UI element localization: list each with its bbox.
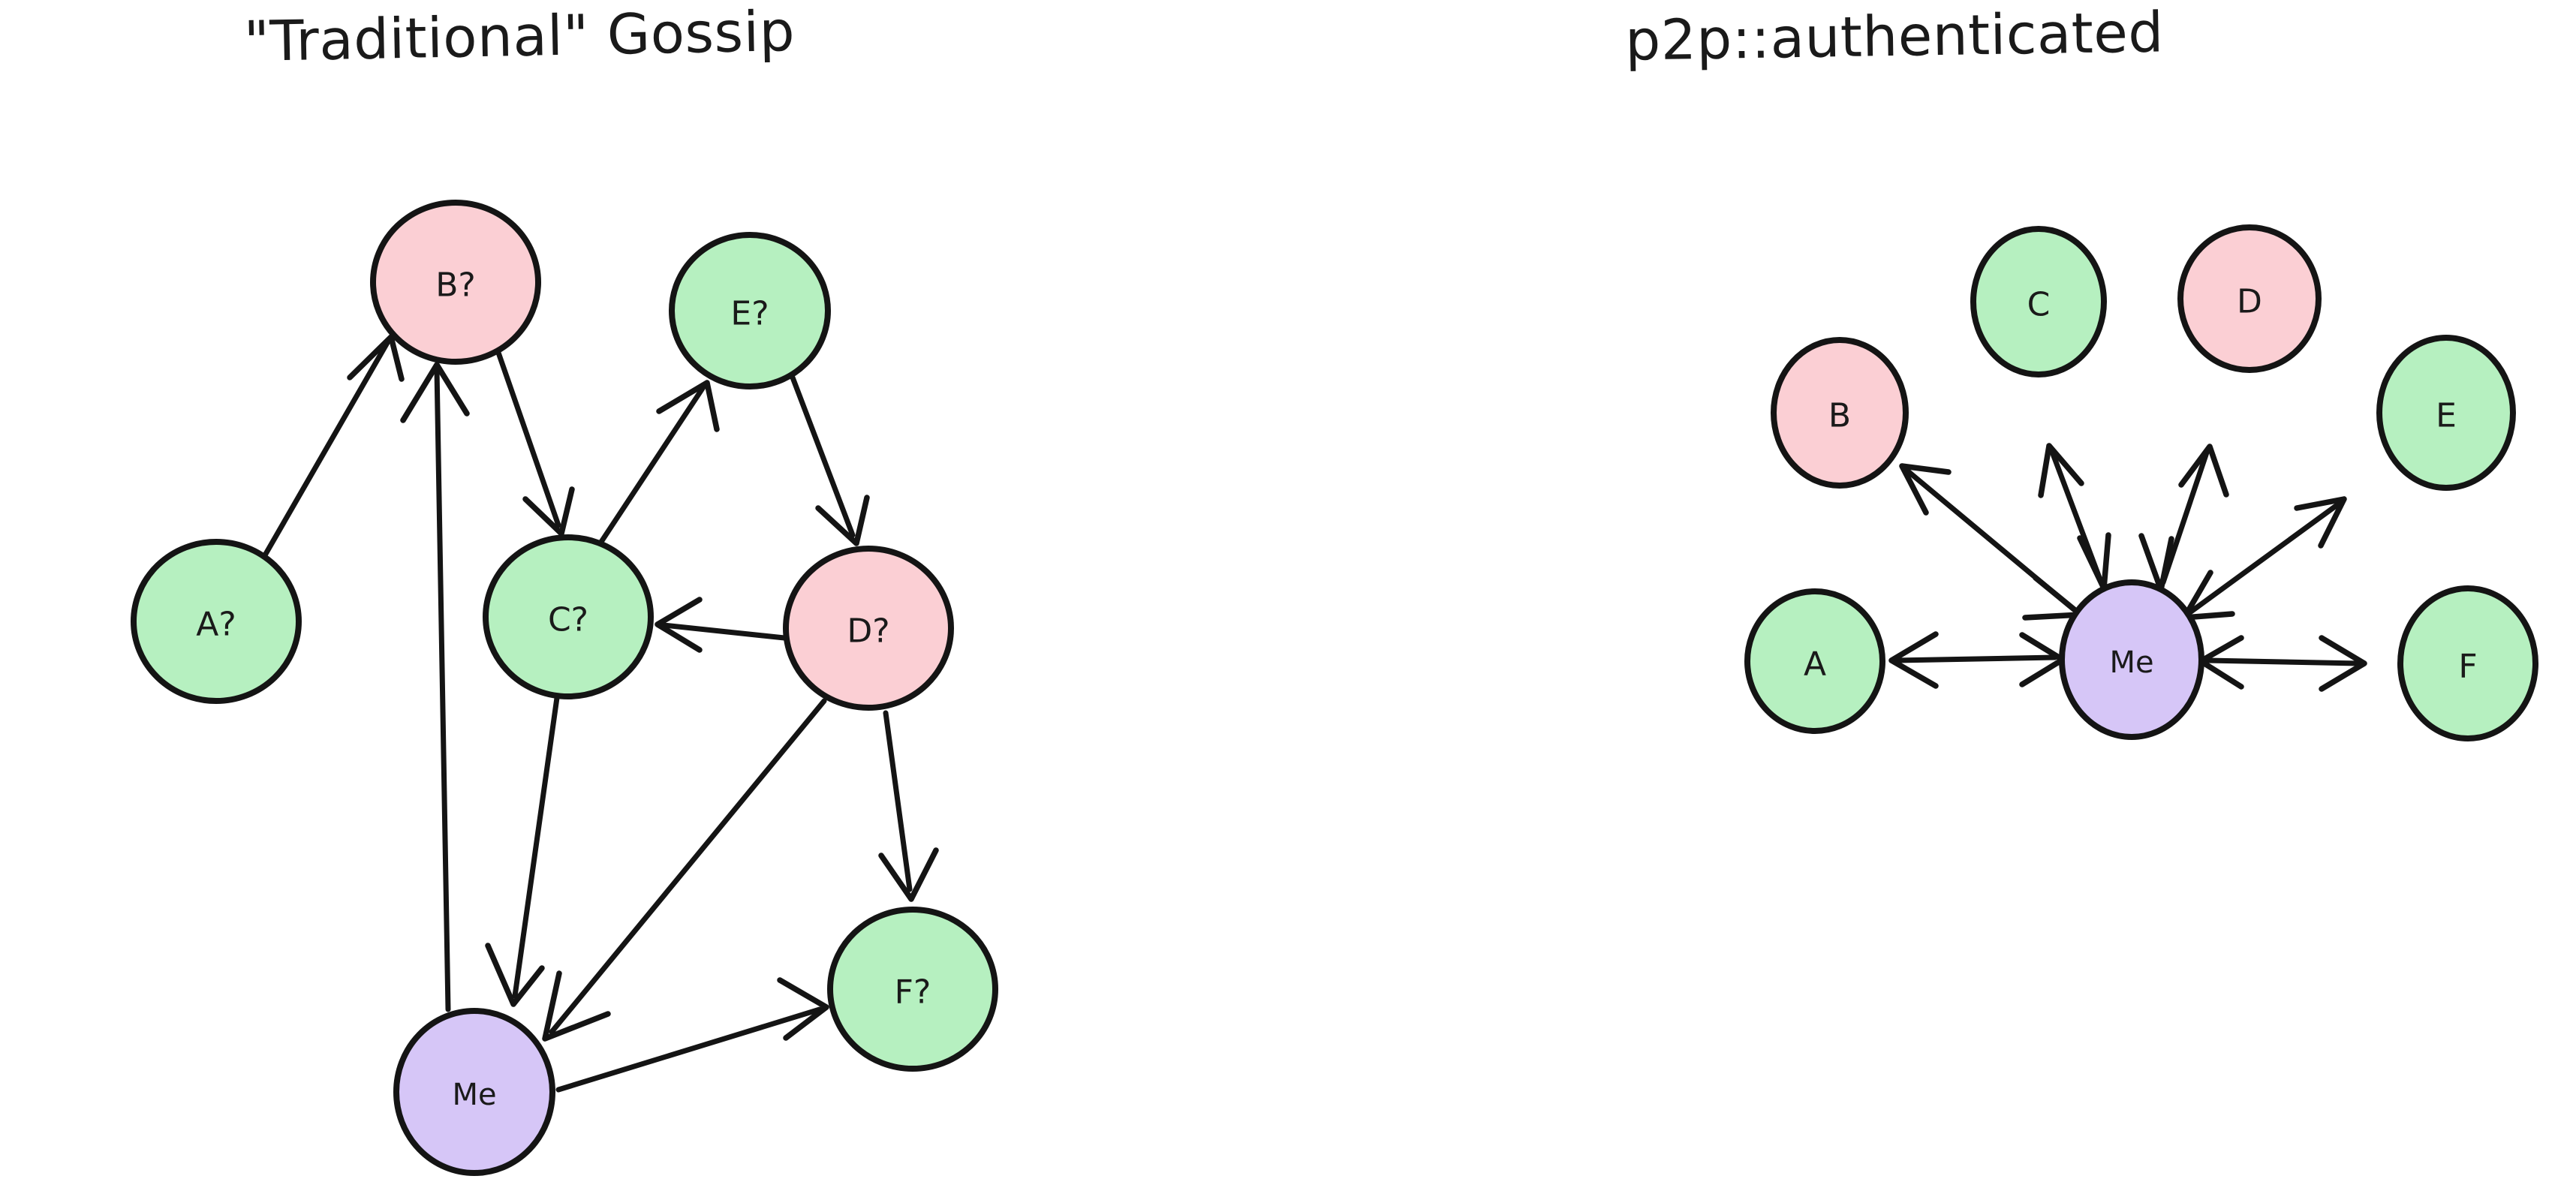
edge-e-to-d <box>790 374 870 546</box>
edge-me-e <box>2181 496 2347 621</box>
edge-me-a <box>1888 631 2066 689</box>
edge-me-b <box>1899 463 2084 621</box>
panel-p2p-authenticated: p2p::authenticated <box>1288 0 2576 1188</box>
node-e[interactable]: E? <box>669 232 831 389</box>
edge-me-to-f <box>555 977 829 1093</box>
edge-d-to-me <box>542 698 827 1042</box>
graph-p2p-authenticated: A B C D E <box>1744 224 2538 741</box>
edge-c-to-me <box>485 695 560 1007</box>
node-e[interactable]: E <box>2376 335 2516 491</box>
edge-me-c <box>2038 443 2111 591</box>
node-a[interactable]: A? <box>131 539 302 704</box>
node-f[interactable]: F? <box>827 907 998 1072</box>
edge-me-d <box>2138 444 2229 593</box>
node-c[interactable]: C <box>1970 226 2107 377</box>
panel-traditional-gossip: "Traditional" Gossip <box>131 0 998 1176</box>
node-c[interactable]: C? <box>483 534 654 699</box>
graph-traditional-gossip: A? B? C? D? E? <box>131 200 998 1176</box>
edge-a-to-b <box>260 334 405 562</box>
node-d[interactable]: D? <box>783 546 954 711</box>
node-a[interactable]: A <box>1744 588 1885 734</box>
edge-me-to-b <box>400 362 470 1012</box>
edge-layer-right <box>1888 443 2367 692</box>
edge-b-to-c <box>495 347 575 537</box>
node-me[interactable]: Me <box>2059 579 2204 740</box>
node-b[interactable]: B <box>1771 337 1909 489</box>
node-d[interactable]: D <box>2177 224 2322 373</box>
edge-layer-left <box>260 334 939 1093</box>
edge-c-to-e <box>598 380 720 545</box>
node-b[interactable]: B? <box>370 200 541 365</box>
edge-d-to-f <box>878 710 939 902</box>
node-f[interactable]: F <box>2397 585 2538 741</box>
node-layer-left: A? B? C? D? E? <box>131 200 998 1176</box>
edge-me-f <box>2198 635 2367 692</box>
edge-d-to-c <box>655 597 787 653</box>
node-layer-right: A B C D E <box>1744 224 2538 741</box>
node-me[interactable]: Me <box>393 1008 555 1176</box>
